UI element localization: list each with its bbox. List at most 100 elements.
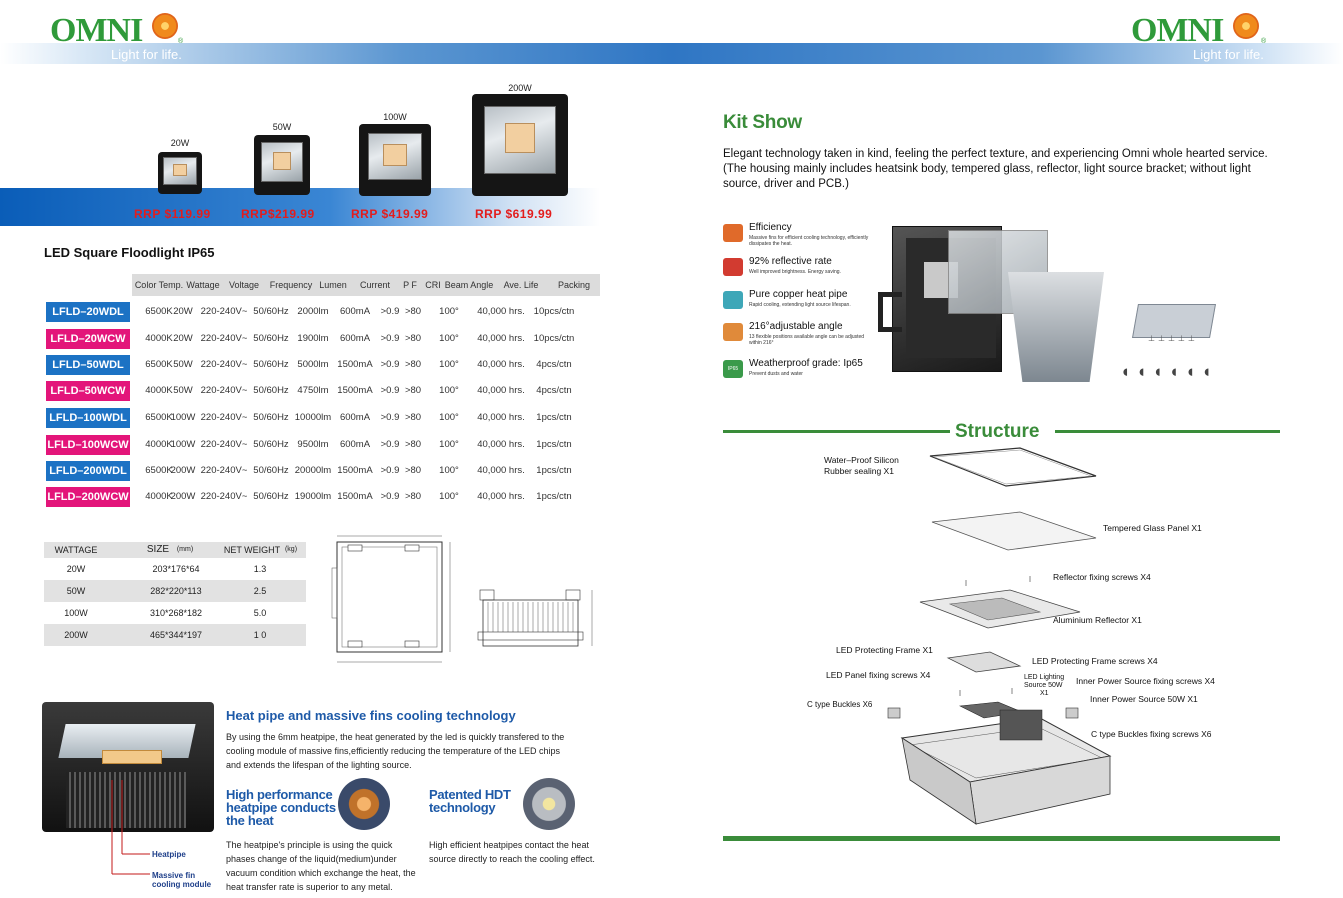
col-header: Color Temp. xyxy=(134,280,184,290)
hdt-closeup-image xyxy=(523,778,575,830)
hdt-body: High efficient heatpipes contact the hea… xyxy=(429,840,595,864)
c-buckles-image: ◖◖◖◖◖◖ xyxy=(1120,362,1218,381)
tagline-right: Light for life. xyxy=(1193,47,1264,62)
model-badge: LFLD–100WCW xyxy=(46,435,130,455)
spec-cell: 4000K xyxy=(145,333,173,344)
spec-cell: >80 xyxy=(404,439,422,450)
spec-table-title: LED Square Floodlight IP65 xyxy=(44,245,215,260)
spec-cell: 50/60Hz xyxy=(253,465,289,476)
spec-cell: >80 xyxy=(404,359,422,370)
size-cell: 1.3 xyxy=(253,564,267,574)
label-led-source: LED Lighting xyxy=(1024,674,1065,681)
spec-cell: 100° xyxy=(439,385,459,396)
spec-cell: 4000K xyxy=(145,385,173,396)
price-20w: RRP $119.99 xyxy=(134,207,211,221)
spec-cell: 1pcs/ctn xyxy=(536,439,572,450)
flower-logo-icon xyxy=(152,13,178,39)
kit-housing-photo xyxy=(878,222,1106,392)
spec-cell: 200W xyxy=(170,491,196,502)
spec-cell: 50/60Hz xyxy=(253,333,289,344)
spec-cell: 100° xyxy=(439,333,459,344)
spec-cell: 40,000 hrs. xyxy=(477,439,525,450)
spec-cell: 4000K xyxy=(145,491,173,502)
feature-icon: IP65 xyxy=(723,360,743,378)
registered-mark: ® xyxy=(1261,38,1267,45)
callout-heatpipe: Heatpipe xyxy=(152,850,186,859)
spec-cell: 20W xyxy=(173,333,193,344)
heat-section-title: Heat pipe and massive fins cooling techn… xyxy=(226,708,516,723)
spec-cell: 40,000 hrs. xyxy=(477,333,525,344)
spec-cell: 4000K xyxy=(145,439,173,450)
size-cell: 310*268*182 xyxy=(149,608,203,618)
spec-cell: 50/60Hz xyxy=(253,359,289,370)
feature-title: Efficiency xyxy=(749,222,792,233)
spec-cell: 220-240V~ xyxy=(200,333,248,344)
spec-cell: 600mA xyxy=(339,333,371,344)
header-bar-left xyxy=(0,43,672,64)
col-header: Wattage xyxy=(186,280,220,290)
feature-description: Massive fins for efficient cooling techn… xyxy=(749,235,869,247)
size-cell: 200W xyxy=(64,630,88,640)
product-watt-label: 200W xyxy=(508,83,532,93)
label-silicon-sealing-qty: Rubber sealing X1 xyxy=(824,466,894,476)
spec-cell: 100° xyxy=(439,359,459,370)
size-table-row: 200W 465*344*197 1 0 xyxy=(44,624,306,646)
spec-cell: 50W xyxy=(173,359,193,370)
product-watt-label: 20W xyxy=(170,138,190,148)
col-header: SIZE xyxy=(146,544,170,555)
spec-cell: 4750lm xyxy=(297,385,329,396)
spec-cell: 50/60Hz xyxy=(253,439,289,450)
model-badge: LFLD–100WDL xyxy=(46,408,130,428)
size-cell: 5.0 xyxy=(253,608,267,618)
label-silicon-sealing: Water–Proof Silicon xyxy=(824,455,899,465)
spec-cell: 50W xyxy=(173,385,193,396)
heatpipe-cutaway-image xyxy=(42,702,214,832)
spec-cell: 6500K xyxy=(145,306,173,317)
callout-lines xyxy=(111,780,150,875)
spec-cell: 2000lm xyxy=(297,306,329,317)
heatpipe-body: The heatpipe's principle is using the qu… xyxy=(226,840,416,892)
spec-cell: 100° xyxy=(439,491,459,502)
spec-cell: 5000lm xyxy=(297,359,329,370)
label-aluminium-reflector: Aluminium Reflector X1 xyxy=(1053,615,1142,625)
col-header: Lumen xyxy=(319,280,347,290)
spec-cell: 1500mA xyxy=(337,385,373,396)
price-200w: RRP $619.99 xyxy=(475,207,553,221)
feature-title: Pure copper heat pipe xyxy=(749,289,848,300)
feature-icon xyxy=(723,258,743,276)
spec-cell: 1500mA xyxy=(337,359,373,370)
floodlight-50w-image xyxy=(254,135,310,195)
col-header: Voltage xyxy=(228,280,260,290)
label-frame-screws: LED Protecting Frame screws X4 xyxy=(1032,656,1158,666)
spec-cell: >0.9 xyxy=(380,412,400,423)
spec-cell: 1900lm xyxy=(297,333,329,344)
size-cell: 465*344*197 xyxy=(149,630,203,640)
spec-cell: 4pcs/ctn xyxy=(536,385,572,396)
col-header: NET WEIGHT xyxy=(223,545,281,555)
callout-fin-module: Massive fin cooling module xyxy=(152,871,212,889)
spec-cell: >80 xyxy=(404,412,422,423)
col-header: Packing xyxy=(557,280,591,290)
registered-mark: ® xyxy=(178,38,184,45)
label-panel-screws: LED Panel fixing screws X4 xyxy=(826,670,931,680)
omni-logo-left: OMNI xyxy=(50,12,143,49)
size-cell: 1 0 xyxy=(253,630,267,640)
feature-description: Prevent dusts and water xyxy=(749,371,803,377)
heatpipe-closeup-image xyxy=(338,778,390,830)
product-watt-label: 100W xyxy=(383,112,407,122)
spec-cell: 1pcs/ctn xyxy=(536,412,572,423)
size-cell: 282*220*113 xyxy=(150,586,202,596)
spec-cell: >80 xyxy=(404,385,422,396)
light-source-bracket-image xyxy=(1132,304,1216,338)
model-badge: LFLD–20WDL xyxy=(46,302,130,322)
kit-show-title: Kit Show xyxy=(723,112,802,133)
spec-cell: 20W xyxy=(173,306,193,317)
spec-cell: 220-240V~ xyxy=(200,385,248,396)
spec-cell: 10pcs/ctn xyxy=(533,306,575,317)
spec-table-header: Color Temp. Wattage Voltage Frequency Lu… xyxy=(132,274,600,296)
spec-cell: >0.9 xyxy=(380,439,400,450)
